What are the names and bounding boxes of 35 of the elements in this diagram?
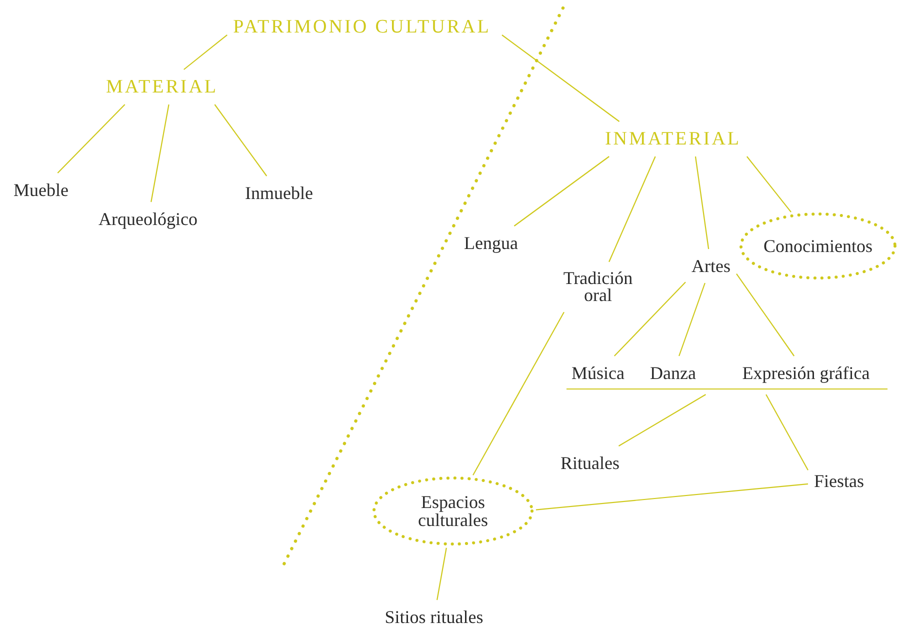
connector-line [57, 104, 126, 174]
node-label: Inmueble [244, 182, 314, 205]
connector-line [694, 156, 710, 250]
connector-line [678, 282, 706, 356]
node-label: Expresión gráfica [741, 362, 871, 385]
connector-line [436, 548, 447, 600]
connector-line [614, 282, 686, 356]
category-heading: INMATERIAL [604, 128, 742, 152]
node-label: Fiestas [813, 470, 865, 493]
connector-line [746, 156, 792, 212]
connector-line [514, 156, 610, 226]
node-label: Tradición oral [562, 266, 634, 307]
category-heading: PATRIMONIO CULTURAL [232, 16, 492, 40]
connector-line [766, 394, 808, 470]
connector-line [150, 104, 170, 202]
node-label: Lengua [463, 232, 519, 255]
connector-line [618, 394, 706, 446]
node-label: Sitios rituales [384, 606, 484, 628]
connector-line [184, 34, 228, 70]
node-label: Arqueológico [98, 208, 198, 231]
node-label: Rituales [560, 452, 620, 475]
connector-line [472, 312, 564, 476]
connector-line [536, 483, 808, 510]
category-heading: MATERIAL [104, 76, 220, 100]
connector-line [608, 156, 656, 262]
node-label: Artes [690, 255, 732, 278]
connector-line [736, 274, 795, 356]
connector-line [502, 34, 620, 122]
node-label: Danza [649, 362, 697, 385]
node-label: Espacios culturales [417, 491, 489, 532]
node-label: Mueble [12, 179, 70, 202]
connector-line [214, 104, 268, 176]
divider-bar [566, 388, 888, 390]
node-label: Conocimientos [762, 235, 874, 258]
node-label: Música [570, 362, 626, 385]
